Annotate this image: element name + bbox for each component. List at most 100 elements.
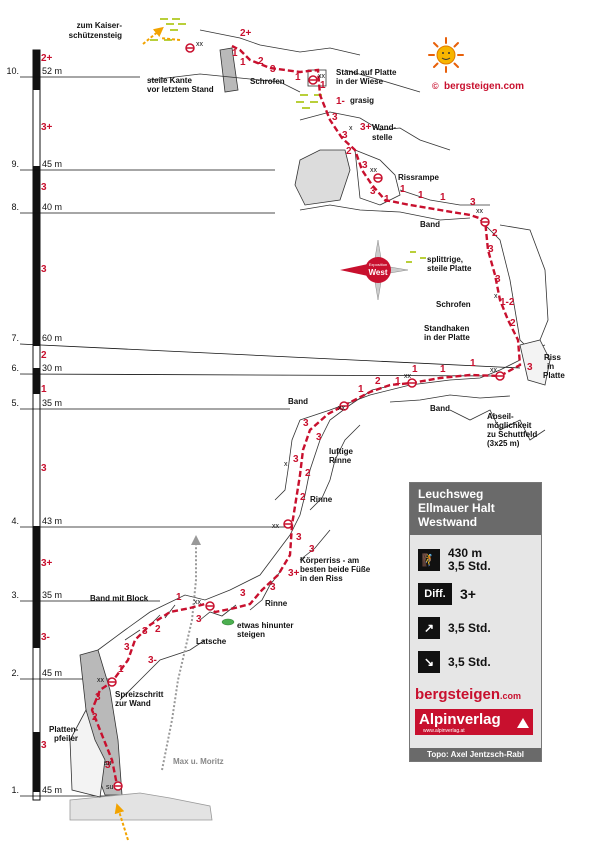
copyright-mark: © (432, 81, 439, 91)
pitch-length: 45 m (42, 159, 62, 169)
label-grasig: grasig (350, 96, 374, 105)
pitch-number: 2. (11, 668, 19, 678)
label-wandstelle: stelle (372, 133, 393, 142)
route-grades: 3 2 3 1 3 3 3- 2 1 3 3 3 3+ 3 3 2 2 3 3 … (92, 28, 533, 771)
hiker-up-icon: ↗ (418, 617, 440, 639)
label-standhaken: in der Platte (424, 333, 470, 342)
route-grade: 3 (240, 588, 246, 599)
bolt-xx: xx (404, 373, 412, 380)
route-title-line: Ellmauer Halt (418, 501, 495, 515)
bolt-xx: xx (97, 677, 105, 684)
route-grade: 1 (470, 358, 476, 369)
label-luftige-rinne: Rinne (329, 456, 352, 465)
left-grade: 1 (41, 384, 47, 395)
compass-rose: Exposition West (340, 239, 409, 301)
pitch-length: 45 m (42, 668, 62, 678)
route-grade: 1 (400, 184, 406, 195)
pitch-length: 60 m (42, 333, 62, 343)
alpinverlag-logo-url: www.alpinverlag.at (423, 728, 465, 734)
label-riss-in-platte: Platte (543, 371, 565, 380)
route-info-panel: Leuchsweg Ellmauer Halt Westwand 🧗 430 m… (409, 482, 542, 762)
left-grade: 3 (41, 740, 47, 751)
route-grade: 1 (440, 192, 446, 203)
topo-credit: Topo: Axel Jentzsch-Rabl (410, 748, 541, 761)
route-grade: 1 (395, 376, 401, 387)
left-grade: 3+ (41, 558, 53, 569)
anchor-su: su (106, 784, 114, 791)
label-stand-auf-platte: in der Wiese (336, 77, 384, 86)
left-grade: 2 (41, 350, 47, 361)
route-grade: 2 (155, 624, 161, 635)
belay-icon (339, 401, 349, 411)
bolt-x: x (494, 293, 498, 300)
mountain-icon (517, 718, 529, 728)
route-title-line: Leuchsweg (418, 487, 484, 501)
label-abseil: möglichkeit (487, 421, 532, 430)
route-grade: 1 (232, 48, 238, 59)
belay-icon (407, 378, 417, 388)
bergsteigen-logo-text: bergsteigen (415, 686, 501, 703)
label-abseil: (3x25 m) (487, 439, 520, 448)
descent-row: ↘ 3,5 Std. (418, 651, 491, 673)
route-grade: 3 (342, 130, 348, 141)
latsche-bush-icon (221, 618, 235, 626)
route-grade: 1-2 (500, 297, 515, 308)
pitch-number: 8. (11, 202, 19, 212)
pitch-number: 7. (11, 333, 19, 343)
route-grade: 1 (412, 364, 418, 375)
route-grade: 3 (527, 362, 533, 373)
bolt-xx: xx (476, 208, 484, 215)
belay-icon (373, 173, 383, 183)
route-grade: 2 (305, 468, 311, 479)
route-grade: 2 (258, 56, 264, 67)
route-grade: 3 (105, 760, 111, 771)
route-grade: 3 (495, 274, 501, 285)
approach-row: ↗ 3,5 Std. (418, 617, 491, 639)
route-grade: 1 (418, 190, 424, 201)
belay-icon (205, 601, 215, 611)
label-plattenpfeiler: pfeiler (54, 734, 78, 743)
route-annotations: zum Kaiser- schützensteig steile Kante v… (49, 21, 565, 766)
exit-arrow-icon (142, 26, 164, 45)
label-koerperriss: besten beide Füße (300, 565, 371, 574)
pitch-number: 4. (11, 516, 19, 526)
pitch-row-7: 7. 60 m (11, 333, 521, 369)
label-steile-kante: steile Kante (147, 76, 192, 85)
route-grade: 3 (293, 454, 299, 465)
pitch-length: 52 m (42, 66, 62, 76)
belay-icon (480, 217, 490, 227)
difficulty-row: Diff. 3+ (418, 583, 476, 605)
route-grade: 1 (118, 664, 124, 675)
route-title-line: Westwand (418, 515, 478, 529)
label-rinne: Rinne (310, 495, 333, 504)
pitch-length: 35 m (42, 398, 62, 408)
route-grade: 3 (332, 112, 338, 123)
alpinverlag-logo-text: Alpinverlag (419, 711, 501, 728)
bergsteigen-logo: bergsteigen.com (415, 686, 521, 703)
difficulty-value: 3+ (460, 585, 476, 602)
site-name: bergsteigen.com (444, 81, 524, 92)
route-grade: 3 (95, 692, 101, 703)
approach-arrow-icon (114, 803, 129, 841)
left-grade: 2+ (41, 53, 53, 64)
route-grade: 2 (92, 712, 98, 723)
max-moritz-arrow-icon (161, 535, 201, 771)
left-grade: 3 (41, 463, 47, 474)
label-band-upper: Band (420, 220, 440, 229)
pitch-length: 35 m (42, 590, 62, 600)
hiker-down-icon: ↘ (418, 651, 440, 673)
label-rinne-low: Rinne (265, 599, 288, 608)
label-wandstelle: Wand- (372, 123, 396, 132)
label-band-mid-right: Band (430, 404, 450, 413)
pitch-row-10: 10. 52 m (6, 66, 140, 78)
climber-icon: 🧗 (418, 549, 440, 571)
route-grade: 2 (300, 492, 306, 503)
route-grade: 3 (142, 626, 148, 637)
bolt-xx: xx (370, 167, 378, 174)
bolt-xx: xx (194, 599, 202, 606)
label-etwas-hinunter: etwas hinunter (237, 621, 293, 630)
route-grade: 2 (492, 228, 498, 239)
belay-icon (113, 781, 123, 791)
route-grade: 3 (296, 532, 302, 543)
